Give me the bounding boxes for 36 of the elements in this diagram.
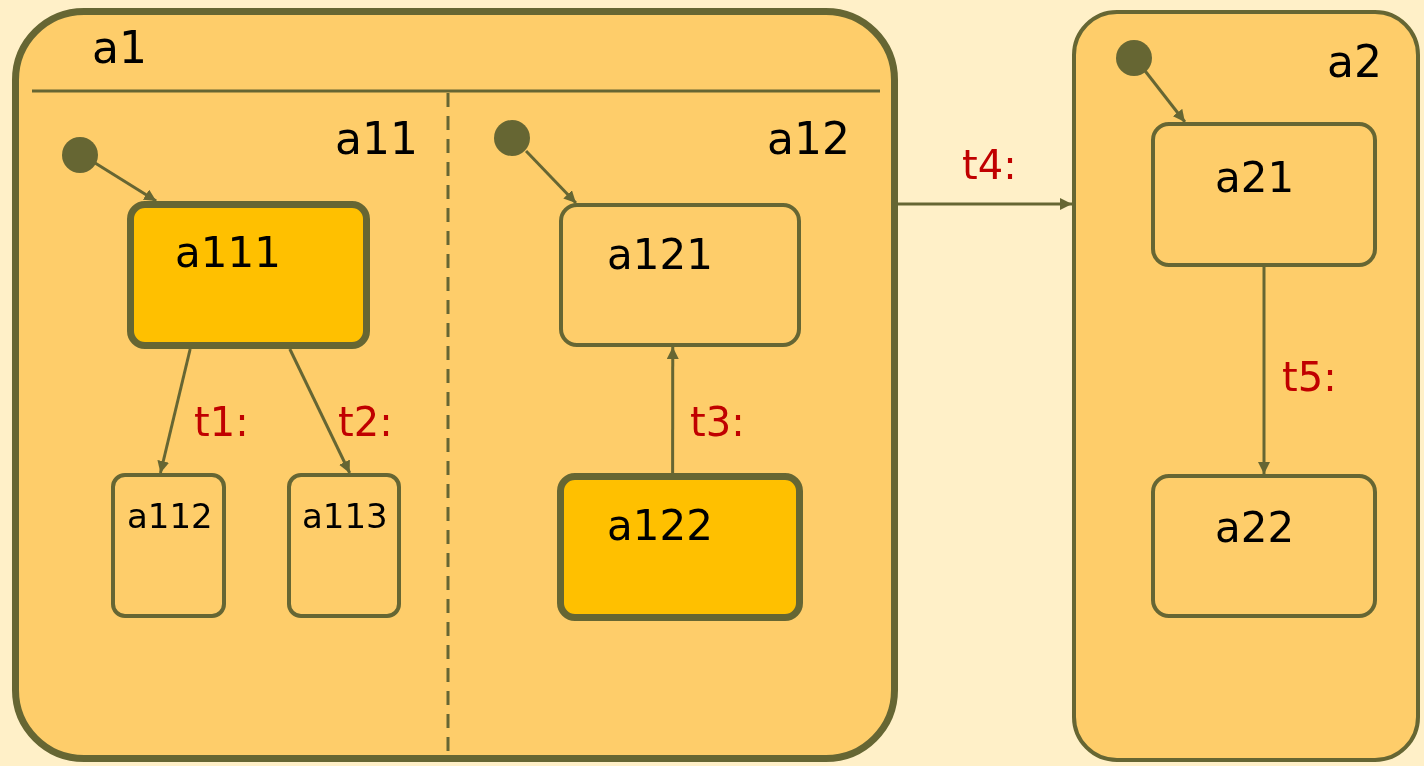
state-name: a121 <box>607 234 713 276</box>
edge-label: t4: <box>962 145 1017 185</box>
state-name: a22 <box>1215 507 1295 549</box>
state-box <box>1072 10 1420 762</box>
state-box <box>12 8 898 762</box>
state-name: a1 <box>92 26 147 70</box>
state-box <box>1151 122 1377 267</box>
state-name: a11 <box>335 117 418 161</box>
state-box <box>1151 474 1377 618</box>
transition-arrow <box>898 198 1072 210</box>
transition-arrow <box>288 348 352 474</box>
edge-label: t5: <box>1282 357 1337 397</box>
state-name: a112 <box>127 499 213 533</box>
active-state-box <box>557 473 803 621</box>
edge-label: t2: <box>338 402 393 442</box>
state-name: a113 <box>302 499 388 533</box>
transition-arrow <box>1143 70 1187 123</box>
state-box <box>287 473 401 618</box>
transition-arrow <box>1258 267 1270 474</box>
initial-state-dot <box>62 137 98 173</box>
state-name: a12 <box>767 117 850 161</box>
transition-arrow <box>94 161 157 203</box>
state-box <box>559 203 801 347</box>
initial-state-dot <box>494 120 530 156</box>
state-name: a2 <box>1327 40 1382 84</box>
transition-arrow <box>524 149 578 205</box>
state-name: a21 <box>1215 157 1295 199</box>
state-box <box>111 473 226 618</box>
initial-state-dot <box>1116 40 1152 76</box>
state-name: a111 <box>175 232 281 274</box>
active-state-box <box>127 201 370 349</box>
edge-label: t1: <box>194 402 249 442</box>
transition-arrow <box>666 347 679 473</box>
edge-label: t3: <box>690 402 745 442</box>
transition-arrow <box>157 348 192 474</box>
state-name: a122 <box>607 505 713 547</box>
